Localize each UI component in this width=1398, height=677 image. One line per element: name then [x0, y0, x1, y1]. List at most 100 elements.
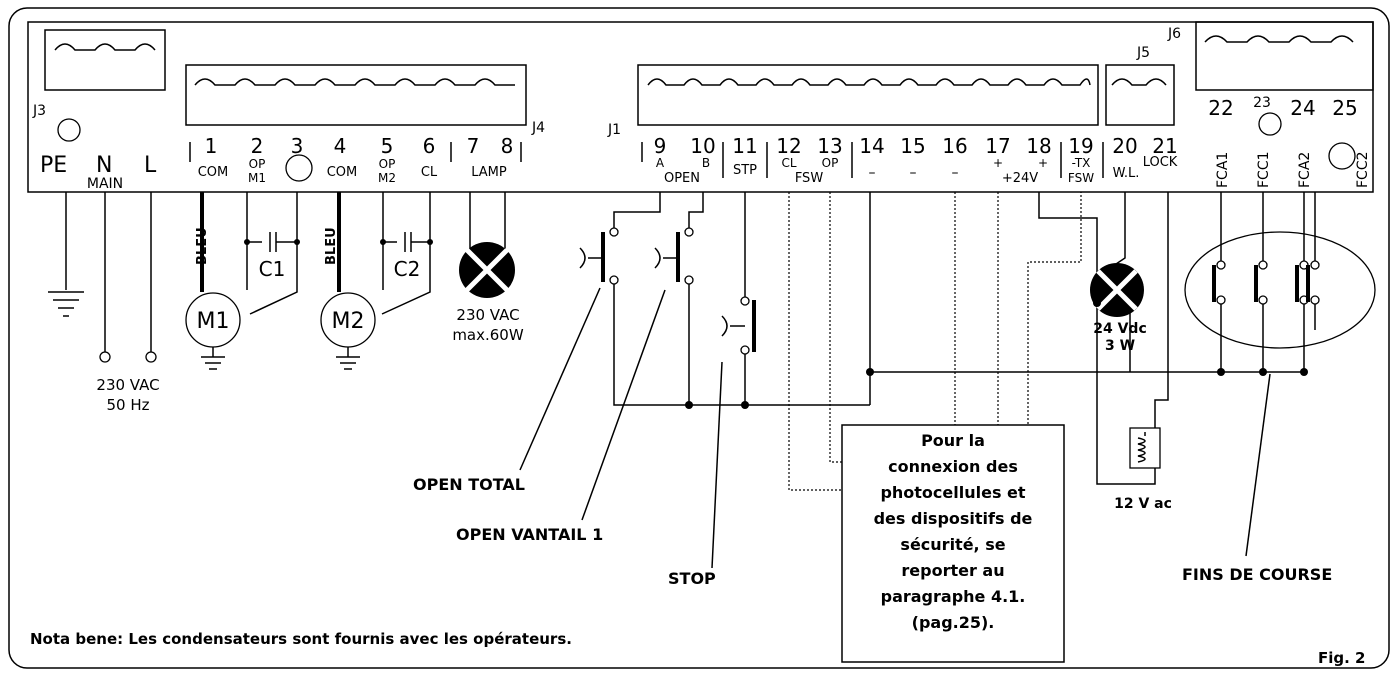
wire-color-label: BLEU [324, 227, 339, 265]
label-n: N [96, 153, 112, 178]
callout-open-total: OPEN TOTAL [413, 475, 525, 494]
lamp-power: max.60W [452, 326, 524, 344]
label-pe: PE [40, 153, 67, 178]
motor-m2-label: M2 [332, 309, 365, 334]
common-negative-wire [869, 192, 1305, 405]
mounting-hole [1258, 112, 1282, 136]
j4-terminals: 1 COM 2 OP M1 3 4 COM 5 OP M2 6 CL 7 8 L… [189, 134, 522, 185]
capacitor-c2: C2 [394, 257, 421, 281]
terminal-number: 7 [467, 134, 480, 158]
figure-label: Fig. 2 [1318, 649, 1365, 667]
motor-m2-circuit: BLEU C2 M2 [320, 192, 433, 370]
note-line: sécurité, se [900, 535, 1005, 554]
terminal-label: LOCK [1143, 155, 1178, 170]
terminal-number: 24 [1290, 96, 1315, 120]
note-box: Pour la connexion des photocellules et d… [841, 424, 1065, 663]
note-line: des dispositifs de [874, 509, 1033, 528]
label-main: MAIN [87, 176, 123, 192]
limit-switch-label: FCC2 [1355, 151, 1371, 188]
label-j4: J4 [531, 120, 545, 136]
terminal-label: + [993, 156, 1003, 170]
footer-note: Nota bene: Les condensateurs sont fourni… [30, 630, 572, 648]
push-button-stop [721, 192, 756, 409]
note-line: connexion des [888, 457, 1018, 476]
terminal-label: + [1038, 156, 1048, 170]
terminal-number: 13 [817, 134, 842, 158]
terminal-label: CL [781, 156, 796, 170]
label-j1: J1 [607, 122, 621, 138]
safety-wires-dotted [788, 192, 1082, 491]
note-line: reporter au [901, 561, 1004, 580]
callout-stop: STOP [668, 569, 716, 588]
j1-terminals: 9 A 10 B OPEN 11 STP 12 CL 13 OP FSW 14 … [641, 134, 1178, 186]
terminal-label: – [952, 165, 959, 181]
warning-lamp-power: 3 W [1105, 338, 1135, 354]
j6-terminals: 22 23 24 25 FCA1 FCC1 FCA2 FCC2 [1208, 95, 1371, 188]
warning-lamp: 24 Vdc 3 W [1038, 192, 1147, 485]
note-line: photocellules et [880, 483, 1025, 502]
terminal-block-j1 [637, 64, 1099, 126]
terminal-number: 19 [1068, 134, 1093, 158]
terminal-number: 2 [251, 134, 264, 158]
limit-switch-label: FCA2 [1297, 152, 1313, 188]
terminal-number: 23 [1253, 95, 1271, 111]
terminal-number: 20 [1112, 134, 1137, 158]
terminal-number: 16 [942, 134, 967, 158]
label-j5: J5 [1136, 45, 1150, 61]
terminal-label: OP [249, 157, 266, 171]
terminal-number: 6 [423, 134, 436, 158]
terminal-number: 12 [776, 134, 801, 158]
terminal-label: A [656, 156, 665, 170]
terminal-label: OP [822, 156, 839, 170]
terminal-label: COM [327, 165, 358, 180]
terminal-number: 11 [732, 134, 757, 158]
limit-switch-label: FCA1 [1215, 152, 1231, 188]
note-line: (pag.25). [912, 613, 995, 632]
terminal-label: COM [198, 165, 229, 180]
limit-switch-label: FCC1 [1256, 151, 1272, 188]
terminal-label: STP [733, 163, 757, 178]
warning-lamp-voltage: 24 Vdc [1093, 321, 1147, 337]
lock-voltage: 12 V ac [1114, 496, 1172, 512]
terminal-label: FSW [1068, 171, 1094, 185]
terminal-label: CL [421, 165, 438, 180]
diagram-frame [8, 7, 1390, 669]
terminal-label: – [869, 165, 876, 181]
terminal-number: 25 [1332, 96, 1357, 120]
main-voltage: 230 VAC [96, 376, 159, 394]
terminal-number: 5 [381, 134, 394, 158]
terminal-number: 9 [654, 134, 667, 158]
limit-switches [1184, 192, 1376, 376]
group-label-open: OPEN [664, 171, 700, 186]
label-j6: J6 [1167, 26, 1181, 42]
push-button-open-total [579, 192, 870, 406]
terminal-label: B [702, 156, 710, 170]
terminal-number: 4 [334, 134, 347, 158]
note-line: Pour la [921, 431, 985, 450]
terminal-number: 18 [1026, 134, 1051, 158]
capacitor-c1: C1 [259, 257, 286, 281]
motor-m1-circuit: BLEU C1 M1 [185, 192, 300, 370]
motor-m1-label: M1 [197, 309, 230, 334]
lamp-terminal-label: LAMP [471, 165, 507, 180]
terminal-number: 8 [501, 134, 514, 158]
mounting-hole [285, 154, 313, 182]
terminal-label: M1 [248, 171, 266, 185]
terminal-block-j4 [185, 64, 527, 126]
note-line: paragraphe 4.1. [881, 587, 1026, 606]
terminal-number: 3 [291, 134, 304, 158]
mounting-hole [57, 118, 81, 142]
callout-limit-switches: FINS DE COURSE [1182, 565, 1332, 584]
terminal-number: 1 [205, 134, 218, 158]
wire-color-label: BLEU [195, 227, 210, 265]
main-frequency: 50 Hz [106, 396, 149, 414]
terminal-label: -TX [1072, 156, 1091, 170]
group-label-24v: +24V [1002, 171, 1038, 186]
terminal-number: 15 [900, 134, 925, 158]
terminal-label: – [910, 165, 917, 181]
terminal-number: 21 [1152, 134, 1177, 158]
terminal-label: W.L. [1113, 166, 1140, 181]
terminal-number: 14 [859, 134, 884, 158]
terminal-number: 22 [1208, 96, 1233, 120]
